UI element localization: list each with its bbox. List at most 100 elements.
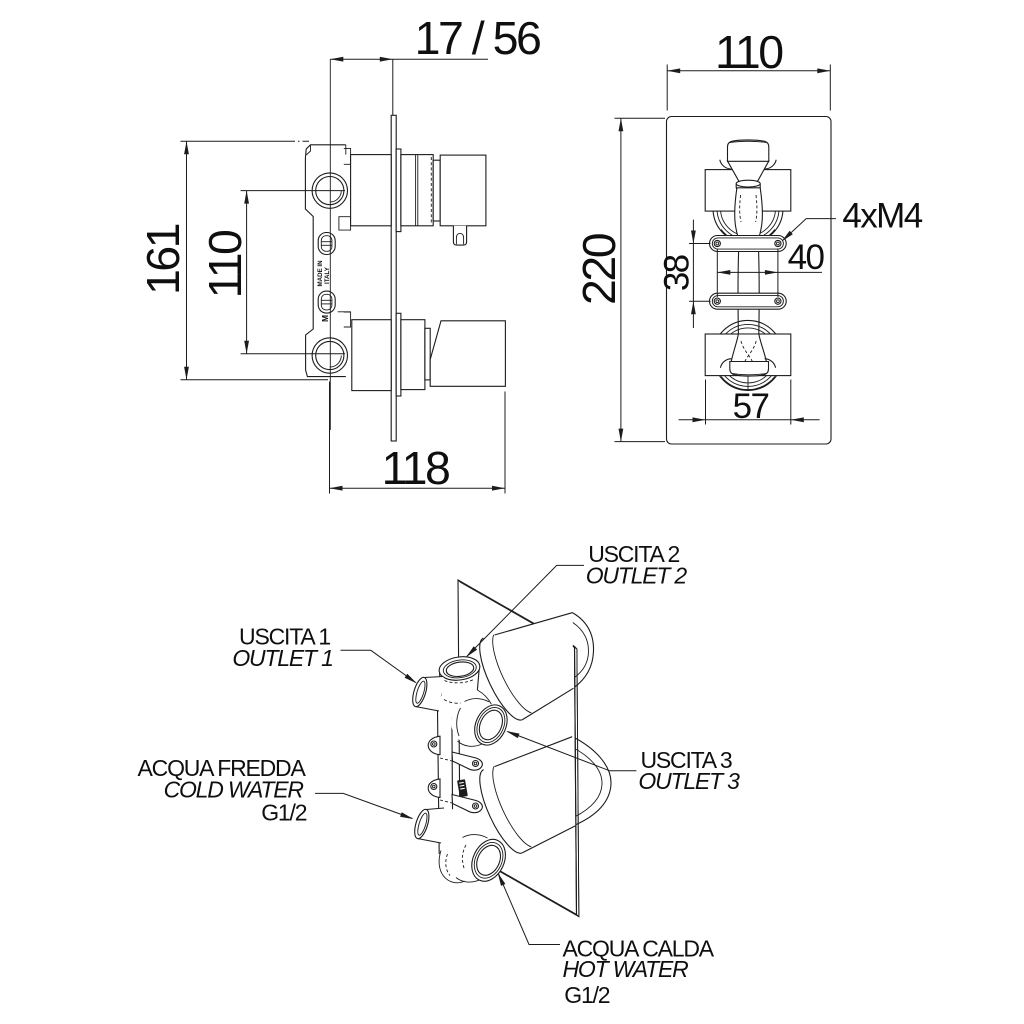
arrowhead xyxy=(184,141,189,155)
arrowhead xyxy=(465,646,478,658)
persp-cold-side xyxy=(426,807,445,811)
arrowhead xyxy=(506,731,520,739)
persp-foot-contour xyxy=(438,850,465,884)
side-bottom-escutcheon xyxy=(395,312,402,397)
persp-housing-bottom-bulge xyxy=(571,736,612,827)
side-check-valve-inner xyxy=(320,293,333,311)
label-hot-en: HOT WATER xyxy=(563,956,689,982)
persp-housing-top-bulge xyxy=(571,612,595,689)
front-top-crescent-right xyxy=(765,159,777,170)
side-marking-m: M xyxy=(320,315,330,322)
side-top-neck xyxy=(432,159,441,222)
persp-lower-housing-rim xyxy=(479,769,523,854)
front-tab-upper-hole xyxy=(713,239,721,248)
front-dim-hole-spacing: 40 xyxy=(788,238,825,277)
front-view: 110 220 4xM4 40 38 57 xyxy=(573,26,924,445)
persp-upper-housing-rim2 xyxy=(492,634,532,714)
front-dim-handle-width: 57 xyxy=(733,387,769,426)
persp-housing-bottom-bulge-inner xyxy=(572,747,603,818)
persp-outlet3-rim xyxy=(474,704,508,746)
persp-left-ear-hole xyxy=(430,740,438,748)
persp-outlet1-side xyxy=(415,705,440,712)
persp-left-ear-hole xyxy=(430,782,438,791)
arrowhead xyxy=(667,68,681,74)
persp-outlet1-side xyxy=(424,675,444,679)
label-hot-size: G1/2 xyxy=(564,982,609,1008)
persp-plate-edge-right2 xyxy=(576,648,580,917)
side-bottom-handle xyxy=(429,320,506,387)
arrowhead xyxy=(781,230,793,242)
persp-right-ear-slot xyxy=(473,804,478,808)
persp-left-ear-slot xyxy=(432,742,436,746)
side-top-handle-tab-inner xyxy=(455,232,465,245)
persp-upper-housing-top xyxy=(494,612,573,636)
perspective-valve-body xyxy=(412,656,508,884)
arrowhead xyxy=(244,190,249,204)
perspective-labels: USCITA 2 OUTLET 2 USCITA 1 OUTLET 1 ACQU… xyxy=(138,541,742,1008)
front-dim-bracket-spacing: 38 xyxy=(657,255,696,291)
label-cold-size: G1/2 xyxy=(261,800,306,826)
side-top-sleeve xyxy=(400,154,434,227)
front-dim-height: 220 xyxy=(573,233,625,305)
persp-hidden xyxy=(439,757,453,762)
persp-hot-ring2 xyxy=(476,844,502,876)
front-top-knob-capline xyxy=(729,140,767,144)
arrowhead xyxy=(492,485,505,491)
side-check-valve-inner xyxy=(320,235,333,252)
persp-outlet2-ring1 xyxy=(442,659,477,679)
persp-lower-housing-rim2 xyxy=(492,766,532,848)
side-bottom-sleeve xyxy=(400,319,426,391)
persp-uh-fill xyxy=(479,612,574,721)
persp-hot-rim xyxy=(471,838,506,882)
arrowhead xyxy=(497,872,506,886)
label-cold-it: ACQUA FREDDA xyxy=(138,755,307,781)
persp-hidden xyxy=(439,799,453,804)
persp-bottom-bulge-fill xyxy=(572,736,612,826)
front-top-crescent-left xyxy=(719,159,731,170)
arrowhead xyxy=(400,812,414,820)
front-bottom-knob-capline xyxy=(731,372,767,376)
side-body-step xyxy=(338,216,352,231)
arrowhead xyxy=(618,428,624,442)
arrowhead xyxy=(330,56,344,62)
persp-cold-side xyxy=(417,837,442,844)
arrowhead xyxy=(717,270,731,275)
arrowhead xyxy=(764,270,778,275)
persp-junction xyxy=(477,689,492,705)
side-top-handle-tab xyxy=(452,225,468,246)
persp-hot-contour xyxy=(462,834,488,839)
arrowhead xyxy=(379,56,393,62)
label-outlet3-en: OUTLET 3 xyxy=(638,768,740,794)
arrowhead xyxy=(692,417,706,423)
persp-upper-housing-bottom xyxy=(522,687,574,721)
persp-lh-fill xyxy=(479,736,576,854)
front-tab-lower-inner xyxy=(711,295,784,308)
side-dim-height: 161 xyxy=(137,224,189,295)
label-outlet3-it: USCITA 3 xyxy=(641,747,732,773)
side-port-bottom-detail xyxy=(329,355,342,368)
front-tab-lower-hole-slot xyxy=(715,299,720,304)
label-hot-it: ACQUA CALDA xyxy=(563,936,715,962)
persp-right-ear-hole xyxy=(471,759,480,768)
persp-hot-ring1 xyxy=(473,842,504,879)
persp-upper-housing-rim xyxy=(479,637,523,721)
side-dim-depth: 118 xyxy=(382,442,449,494)
side-port-bottom-outer xyxy=(311,337,349,374)
side-view: MADE IN ITALY M 17 / 56 161 110 118 xyxy=(137,12,543,494)
persp-sticker xyxy=(457,779,468,798)
label-outlet1-en: OUTLET 1 xyxy=(232,645,332,671)
front-tab-upper-hole-slot xyxy=(715,241,720,246)
persp-outlet3-contour xyxy=(456,707,461,737)
persp-hidden xyxy=(462,844,467,869)
arrowhead xyxy=(790,417,804,423)
persp-outlet2-ring2 xyxy=(445,661,475,678)
front-bflask-hidden xyxy=(742,340,757,366)
front-flask-hidden xyxy=(755,194,758,223)
persp-lower-housing-top xyxy=(494,736,573,768)
persp-outlet1-ring xyxy=(415,680,426,704)
front-tab-lower-hole xyxy=(774,297,782,305)
front-bottom-crescent-left xyxy=(719,358,732,368)
side-body-chamfer xyxy=(305,144,311,156)
persp-hot-contour xyxy=(455,877,480,883)
